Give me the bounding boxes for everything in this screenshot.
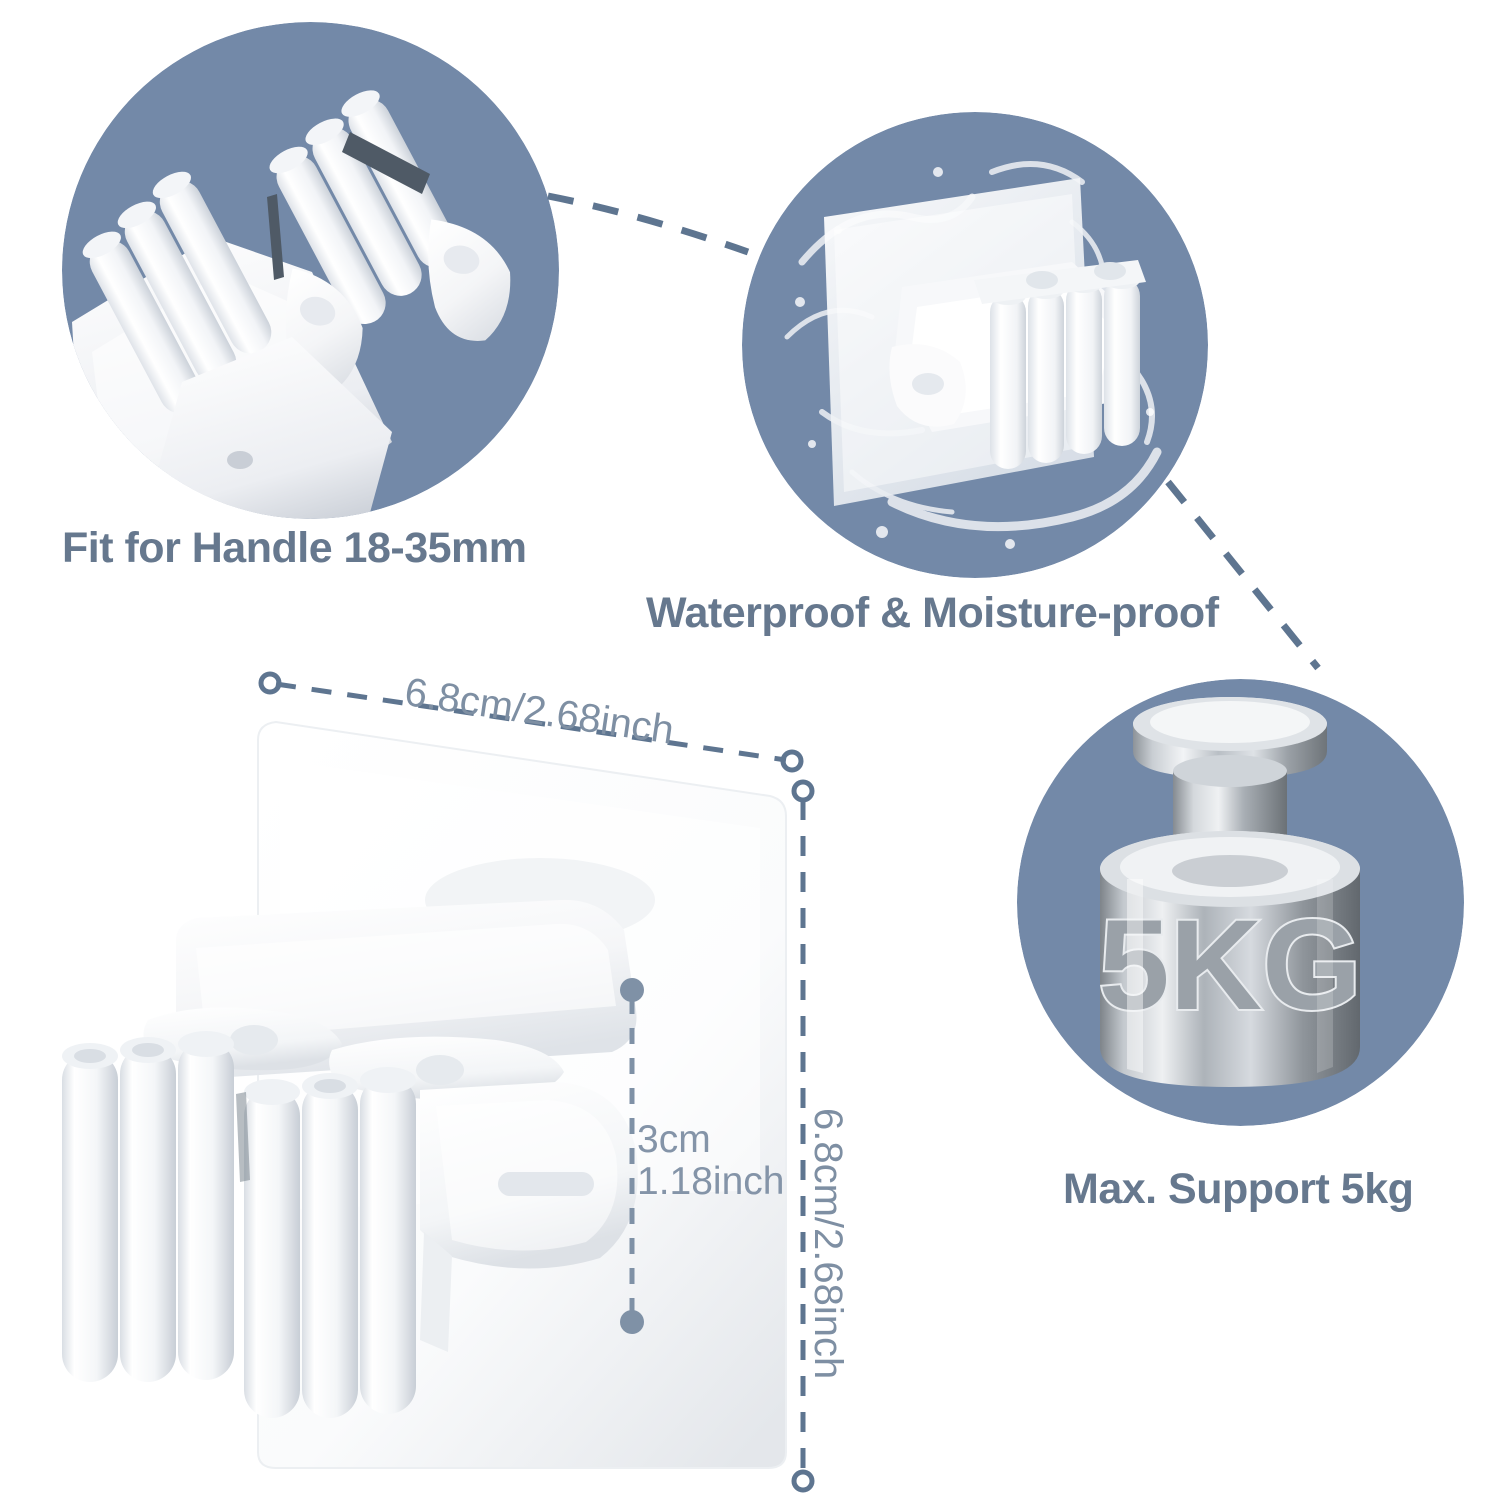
- connector-handlefit-to-waterproof: [547, 192, 750, 256]
- waterproof-illustration: [784, 161, 1162, 549]
- dimension-endpoint-width-left: [258, 671, 282, 695]
- roller-tubes-group-left: [62, 1031, 234, 1382]
- dimension-endpoint-height-top: [791, 779, 815, 803]
- dimension-label-depth-cm: 3cm: [637, 1118, 711, 1161]
- roller-tubes-group-right: [244, 1067, 416, 1418]
- locking-latch: [420, 1082, 638, 1269]
- weight-label: 5KG: [1098, 894, 1361, 1037]
- dimension-lines: [258, 671, 815, 1493]
- latch-slot: [498, 1172, 594, 1196]
- dimension-endpoint-depth-bottom: [620, 1310, 644, 1334]
- caption-waterproof: Waterproof & Moisture-proof: [646, 589, 1219, 637]
- dimension-endpoint-height-bottom: [791, 1469, 815, 1493]
- feature-circle-waterproof: [742, 112, 1208, 578]
- caption-handle-fit: Fit for Handle 18-35mm: [62, 524, 527, 572]
- dimension-endpoint-width-right: [780, 749, 804, 773]
- dimension-line-width: [275, 681, 787, 763]
- caption-max-support: Max. Support 5kg: [1063, 1165, 1414, 1213]
- dimension-label-depth-inch: 1.18inch: [637, 1160, 785, 1203]
- feature-circle-max-support: 5KG: [1017, 679, 1464, 1126]
- dimension-endpoint-depth-top: [620, 978, 644, 1002]
- roller-clips-illustration: [72, 90, 511, 519]
- connector-waterproof-to-maxsupport: [1165, 479, 1321, 671]
- weight-illustration: 5KG: [1096, 697, 1364, 1087]
- feature-circle-handle-fit: [62, 22, 559, 519]
